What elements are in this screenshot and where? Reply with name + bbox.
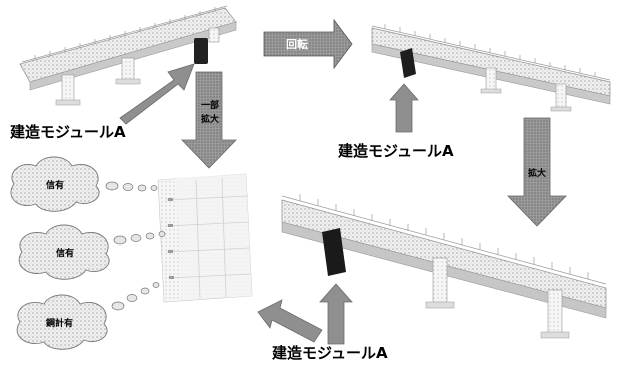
arrow-enlarge-line1: 一部 <box>201 99 219 111</box>
arrow-enlarge-right-label: 拡大 <box>528 167 546 179</box>
arrow-rotate-label: 回転 <box>286 37 308 51</box>
thought-trail-2 <box>113 231 166 245</box>
bubble-1-text: 信有 <box>46 179 64 191</box>
bubble-3-text: 鋼計有 <box>45 317 73 329</box>
pointer-arrow-top-right <box>389 83 419 133</box>
thought-bubble-3: 鋼計有 <box>16 294 108 350</box>
module-a-block-top-left <box>194 38 208 64</box>
arrow-enlarge-line2: 拡大 <box>201 113 219 125</box>
module-a-block-top-right <box>400 48 416 78</box>
bridge-top-right <box>371 24 611 112</box>
label-module-a-bottom: 建造モジュールA <box>272 344 388 362</box>
thought-trail-3 <box>111 282 160 311</box>
arrow-rotate: 回転 <box>263 18 353 70</box>
bridge-top-left <box>19 5 237 106</box>
pointer-arrow-bottom <box>319 283 353 345</box>
pointer-arrow-to-panel <box>257 299 323 343</box>
thought-bubble-2: 信有 <box>18 224 110 280</box>
bridge-bottom-right <box>281 194 607 339</box>
thought-bubble-1: 信有 <box>10 156 100 212</box>
arrow-partial-enlarge: 一部 拡大 <box>181 71 237 169</box>
module-a-block-bottom <box>322 228 346 276</box>
bubble-2-text: 信有 <box>56 247 74 259</box>
enlarged-module-panel <box>157 173 253 303</box>
label-module-a-right: 建造モジュールA <box>338 142 454 160</box>
arrow-enlarge: 拡大 <box>507 117 567 227</box>
pointer-arrow-top-left <box>119 63 195 125</box>
label-module-a-left: 建造モジュールA <box>10 123 126 141</box>
thought-trail-1 <box>105 181 158 192</box>
